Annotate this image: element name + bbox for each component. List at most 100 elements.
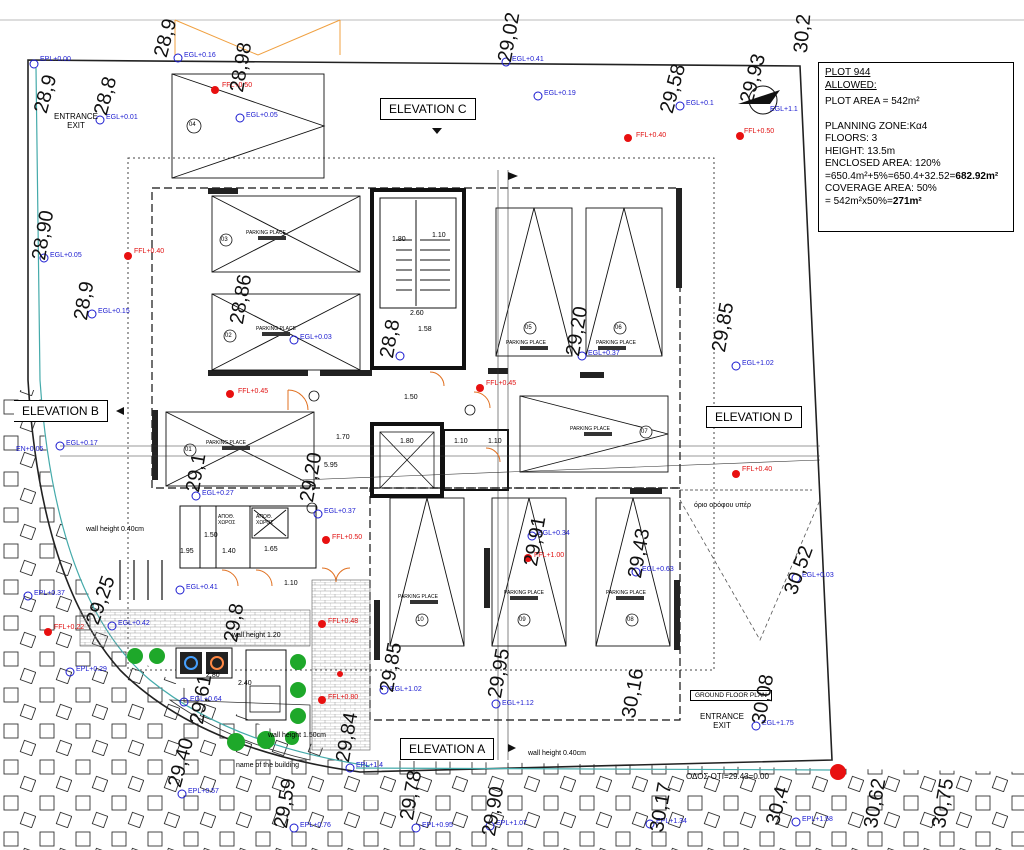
level-marker: EGL+0.41 (512, 56, 544, 63)
enclosed-calc: =650.4m²+5%=650.4+32.52=682.92m² (825, 170, 999, 182)
dimension: 1.58 (418, 326, 432, 333)
dimension: 2.80 (206, 672, 220, 679)
entrance-exit-bottom: ENTRANCE EXIT (700, 712, 745, 730)
enclosed-area: ENCLOSED AREA: 120% (825, 158, 941, 169)
dimension: 1.95 (180, 548, 194, 555)
dimension: 1.70 (336, 434, 350, 441)
dimension: 1.80 (400, 438, 414, 445)
wall-height-mid-note: wall height 1.20 (232, 632, 281, 639)
ffl-marker: FFL+1.00 (534, 552, 565, 559)
level-marker: EGL+0.42 (118, 620, 150, 627)
parking-number-10: 10 (417, 617, 424, 623)
level-marker: EGL+0.05 (246, 112, 278, 119)
level-marker: EPL+1.4 (356, 762, 384, 769)
parking-number-06: 06 (615, 325, 622, 331)
dimension: 1.65 (264, 546, 278, 553)
level-marker: EGL+0.05 (50, 252, 82, 259)
ffl-marker: FFL+0.40 (742, 466, 773, 473)
level-marker: EPL+0.76 (300, 822, 331, 829)
level-marker: EGL+0.15 (98, 308, 130, 315)
ffl-marker: FFL+0.80 (328, 694, 359, 701)
elevation-c-tag: ELEVATION C (380, 98, 476, 120)
level-marker: EPL+1.58 (802, 816, 833, 823)
level-marker: EGL+0.03 (802, 572, 834, 579)
elevation-b-tag: ELEVATION B (14, 400, 108, 422)
level-marker: EGL+0.17 (66, 440, 98, 447)
level-marker: EGL+0.64 (190, 696, 222, 703)
parking-number-07: 07 (641, 429, 648, 435)
level-marker: EGL+1.1 (770, 106, 798, 113)
parking-number-05: 05 (525, 325, 532, 331)
parking-label-01: PARKING PLACE (206, 440, 246, 446)
ffl-marker: FFL+0.50 (222, 82, 253, 89)
parking-label-08: PARKING PLACE (606, 590, 646, 596)
level-marker: EGL+0.16 (184, 52, 216, 59)
level-marker: EPL+0.37 (34, 590, 65, 597)
wall-height-left-note: wall height 0.40cm (86, 526, 144, 533)
parking-number-08: 08 (627, 617, 634, 623)
level-marker: EGL+0.01 (106, 114, 138, 121)
level-marker: EGL+1.02 (742, 360, 774, 367)
allowed-heading: ALLOWED: (825, 79, 877, 91)
level-marker: EPL+0.29 (76, 666, 107, 673)
parking-number-03: 03 (221, 237, 228, 243)
ffl-marker: FFL+0.45 (486, 380, 517, 387)
coverage-calc: = 542m²x50%=271m² (825, 195, 922, 207)
canopy-note: όριο ορόφου υπέρ (694, 502, 752, 509)
level-marker: EGL+0.27 (202, 490, 234, 497)
parking-label-09: PARKING PLACE (504, 590, 544, 596)
parking-label-03: PARKING PLACE (246, 230, 286, 236)
level-marker: EGL+1.02 (390, 686, 422, 693)
ffl-marker: FFL+0.50 (332, 534, 363, 541)
wall-height-lower-note: wall height 1.50cm (268, 732, 326, 739)
dimension: 1.10 (284, 580, 298, 587)
dimension: 2.60 (410, 310, 424, 317)
dimension: 1.50 (404, 394, 418, 401)
level-marker: EGL+0.19 (544, 90, 576, 97)
elevation-a-tag: ELEVATION A (400, 738, 495, 760)
parking-label-10: PARKING PLACE (398, 594, 438, 600)
road-offset-note: ΟΔΟΣ ΟΤΙ=29.43=0.00 (686, 772, 769, 781)
storage-label-2: ΧΩΡΟΣ (218, 520, 236, 526)
elevation-d-tag: ELEVATION D (706, 406, 802, 428)
dimension: 1.10 (432, 232, 446, 239)
coverage-area: COVERAGE AREA: 50% (825, 183, 937, 194)
parking-number-02: 02 (225, 333, 232, 339)
level-marker: EGL+1.12 (502, 700, 534, 707)
ground-floor-plan-tag: GROUND FLOOR PLAN (690, 690, 772, 701)
storage-label-4: ΧΩΡΟΣ (256, 520, 274, 526)
parking-number-04: 04 (189, 122, 196, 128)
level-marker: EPL+0.00 (40, 56, 71, 63)
level-marker: EGL+1.75 (762, 720, 794, 727)
level-marker: EGL+0.1 (686, 100, 714, 107)
wall-height-bottom-note: wall height 0.40cm (528, 750, 586, 757)
height: HEIGHT: 13.5m (825, 145, 896, 157)
building-name-note: name of the building (236, 762, 300, 769)
level-marker: EPL+0.95 (422, 822, 453, 829)
ffl-marker: FFL+0.50 (744, 128, 775, 135)
level-marker: EGL+0.41 (186, 584, 218, 591)
plot-info-panel: PLOT 944 ALLOWED: PLOT AREA = 542m² PLAN… (818, 62, 1014, 232)
level-marker: EGL+0.03 (300, 334, 332, 341)
ffl-marker: FFL+0.22 (54, 624, 85, 631)
ffl-marker: FFL+0.40 (636, 132, 667, 139)
parking-label-07: PARKING PLACE (570, 426, 610, 432)
dimension: 1.80 (392, 236, 406, 243)
level-marker: EPL+1.34 (656, 818, 687, 825)
level-marker: EGL+0.37 (588, 350, 620, 357)
level-marker: EGL+0.34 (538, 530, 570, 537)
level-marker: EGL+0.63 (642, 566, 674, 573)
entrance-exit-left: ENTRANCE EXIT (54, 112, 99, 130)
parking-label-02: PARKING PLACE (256, 326, 296, 332)
ffl-marker: FFL+0.48 (328, 618, 359, 625)
storage-label-3: ΑΠΟΘ. (256, 514, 273, 520)
floors: FLOORS: 3 (825, 133, 878, 144)
dimension: 1.40 (222, 548, 236, 555)
plot-boundary (27, 59, 833, 773)
storage-label-1: ΑΠΟΘ. (218, 514, 235, 520)
ffl-marker: FFL+0.40 (134, 248, 165, 255)
plot-number: PLOT 944 (825, 67, 871, 78)
dimension: 5.95 (324, 462, 338, 469)
parking-number-01: 01 (185, 447, 192, 453)
